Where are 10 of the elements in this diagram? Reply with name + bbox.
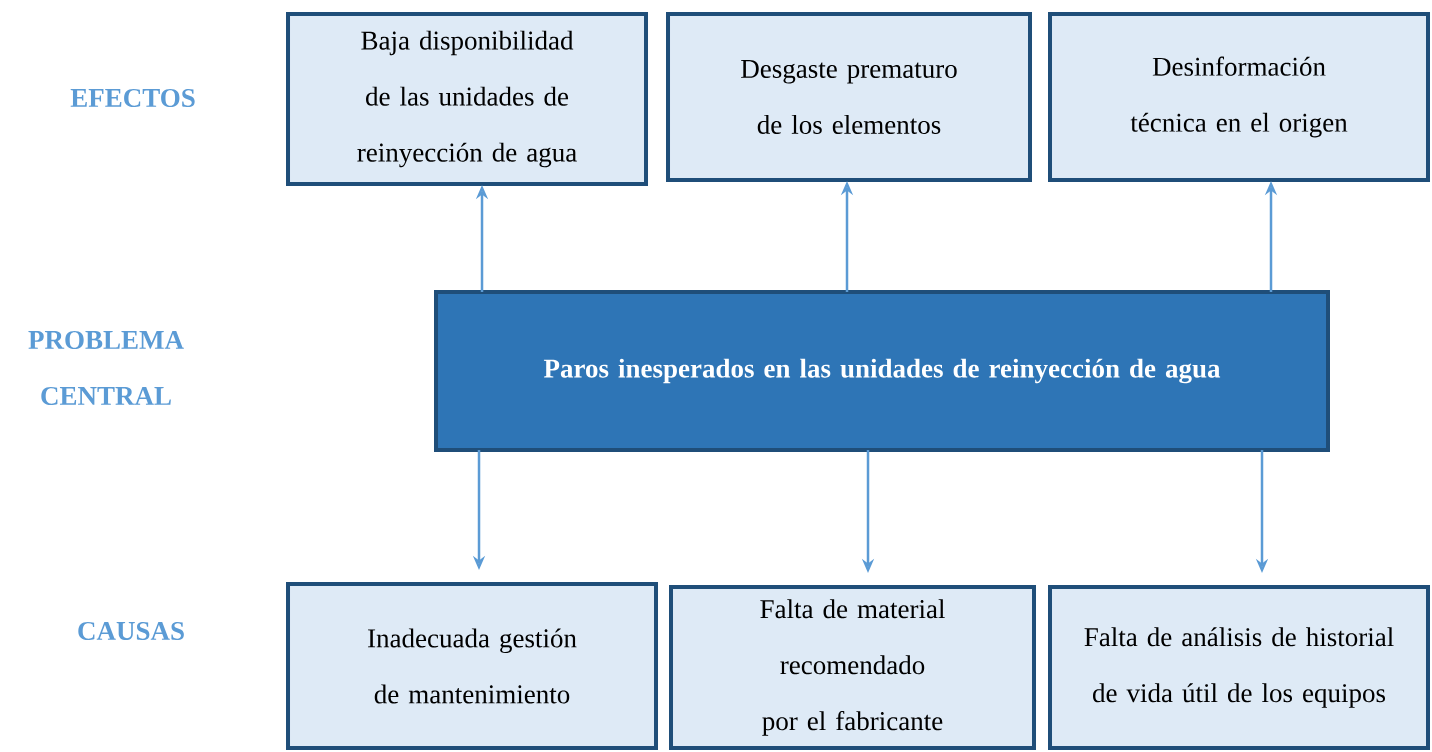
cause-box: Falta de material recomendado por el fabricante: [669, 585, 1036, 750]
row-label: EFECTOS: [70, 88, 195, 108]
effect-box: Baja disponibilidad de las unidades de reinyección de agua: [286, 12, 648, 186]
row-label: PROBLEMA CENTRAL: [28, 330, 184, 406]
effect-box: Desgaste prematuro de los elementos: [666, 12, 1032, 182]
cause-box: Falta de análisis de historial de vida útil de los equipos: [1048, 585, 1430, 750]
effect-box: Desinformación técnica en el origen: [1048, 12, 1430, 182]
central-problem-box: Paros inesperados en las unidades de reinyección de agua: [434, 290, 1330, 452]
cause-box: Inadecuada gestión de mantenimiento: [286, 582, 658, 750]
row-label: CAUSAS: [78, 621, 184, 641]
